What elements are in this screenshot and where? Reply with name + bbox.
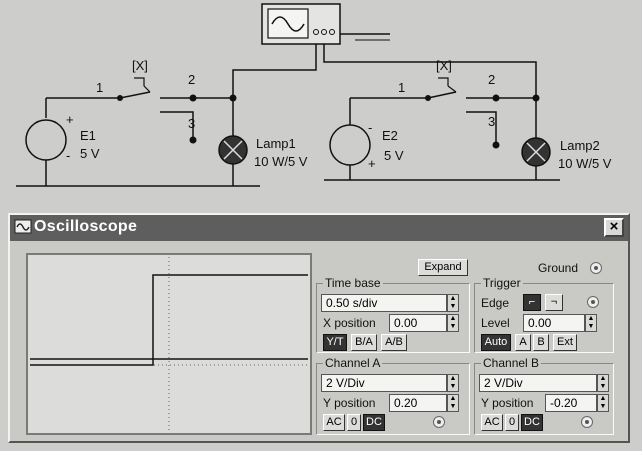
channel-b-dc-button[interactable]: DC	[521, 414, 543, 431]
svg-text:-: -	[368, 120, 372, 135]
trigger-title: Trigger	[481, 276, 523, 290]
trigger-a-button[interactable]: A	[515, 334, 531, 351]
lamp-name: Lamp2	[560, 138, 600, 153]
node-label: 3	[188, 116, 195, 131]
switch-key-label: [X]	[132, 58, 148, 73]
left-circuit: + - [X] 1 2 3 E1 5 V Lamp1 10 W/5 V	[16, 58, 308, 187]
edge-label: Edge	[481, 296, 510, 310]
xpos-label: X position	[323, 316, 376, 330]
oscilloscope-window: Oscilloscope × Expand Ground Time base 0…	[8, 213, 630, 443]
window-title: Oscilloscope	[34, 218, 138, 235]
switch-key-right[interactable]	[438, 77, 457, 93]
circuit-schematic: + - [X] 1 2 3 E1 5 V Lamp1 10 W/5 V	[16, 3, 612, 187]
lamp-name: Lamp1	[256, 136, 296, 151]
node-label: 1	[96, 80, 103, 95]
channel-a-ypos-field[interactable]: 0.20	[389, 394, 447, 412]
falling-edge-icon: ¬	[550, 296, 558, 308]
switch-key-left[interactable]	[134, 77, 151, 93]
channel-a-terminal[interactable]	[433, 416, 445, 428]
channel-a-dc-button[interactable]: DC	[363, 414, 385, 431]
voltage-source-e1[interactable]	[25, 119, 67, 161]
trigger-b-button[interactable]: B	[533, 334, 549, 351]
right-circuit: - + [X] 1 2 3 E2 5 V Lamp2 10 W/5 V	[324, 58, 612, 181]
channel-a-ypos-spinner[interactable]: ▲▼	[447, 394, 459, 412]
timebase-field[interactable]: 0.50 s/div	[321, 294, 447, 312]
channel-b-ac-button[interactable]: AC	[481, 414, 503, 431]
lamp-rating: 10 W/5 V	[254, 154, 308, 169]
voltage-source-e2[interactable]	[329, 124, 371, 166]
channel-a-zero-button[interactable]: 0	[347, 414, 361, 431]
source-name: E2	[382, 128, 398, 143]
level-spinner[interactable]: ▲▼	[585, 314, 597, 332]
trace-area	[30, 257, 308, 431]
channel-b-ypos-label: Y position	[481, 396, 534, 410]
trigger-ext-button[interactable]: Ext	[553, 334, 577, 351]
oscilloscope-icon	[14, 219, 32, 234]
titlebar[interactable]: Oscilloscope ×	[10, 215, 628, 241]
oscilloscope-display	[26, 253, 312, 435]
node-label: 3	[488, 114, 495, 129]
lamp2[interactable]	[521, 137, 551, 167]
svg-text:+: +	[368, 156, 376, 171]
lamp-rating: 10 W/5 V	[558, 156, 612, 171]
mode-ab-button[interactable]: A/B	[381, 334, 407, 351]
node-label: 1	[398, 80, 405, 95]
timebase-title: Time base	[323, 276, 383, 290]
timebase-group: Time base 0.50 s/div ▲▼ X position 0.00 …	[316, 276, 470, 353]
source-value: 5 V	[384, 148, 404, 163]
lamp1[interactable]	[218, 135, 248, 165]
close-button[interactable]: ×	[604, 218, 624, 237]
timebase-spinner[interactable]: ▲▼	[447, 294, 459, 312]
channel-b-group: Channel B 2 V/Div ▲▼ Y position -0.20 ▲▼…	[474, 356, 614, 435]
trigger-group: Trigger Edge ⌐ ¬ Level 0.00 ▲▼ Auto A B …	[474, 276, 614, 353]
trigger-terminal[interactable]	[587, 296, 599, 308]
channel-a-ypos-label: Y position	[323, 396, 376, 410]
switch-key-label: [X]	[436, 58, 452, 73]
node-label: 2	[188, 72, 195, 87]
channel-a-title: Channel A	[323, 356, 383, 370]
channel-a-scale-field[interactable]: 2 V/Div	[321, 374, 447, 392]
channel-a-group: Channel A 2 V/Div ▲▼ Y position 0.20 ▲▼ …	[316, 356, 470, 435]
ground-terminal[interactable]	[590, 262, 602, 274]
trace-channel-b	[30, 274, 308, 366]
svg-text:-: -	[66, 148, 70, 163]
edge-falling-button[interactable]: ¬	[545, 294, 563, 311]
source-value: 5 V	[80, 146, 100, 161]
mode-ba-button[interactable]: B/A	[351, 334, 377, 351]
channel-b-ypos-field[interactable]: -0.20	[545, 394, 597, 412]
ground-label: Ground	[538, 261, 579, 275]
edge-rising-button[interactable]: ⌐	[523, 294, 541, 311]
rising-edge-icon: ⌐	[528, 296, 536, 308]
channel-b-terminal[interactable]	[581, 416, 593, 428]
svg-text:+: +	[66, 112, 74, 127]
node-label: 2	[488, 72, 495, 87]
oscilloscope-symbol[interactable]	[261, 3, 341, 45]
channel-b-title: Channel B	[481, 356, 542, 370]
xpos-field[interactable]: 0.00	[389, 314, 447, 332]
xpos-spinner[interactable]: ▲▼	[447, 314, 459, 332]
channel-a-scale-spinner[interactable]: ▲▼	[447, 374, 459, 392]
level-field[interactable]: 0.00	[523, 314, 585, 332]
trigger-auto-button[interactable]: Auto	[481, 334, 511, 351]
channel-b-zero-button[interactable]: 0	[505, 414, 519, 431]
channel-b-scale-spinner[interactable]: ▲▼	[597, 374, 609, 392]
source-name: E1	[80, 128, 96, 143]
channel-a-ac-button[interactable]: AC	[323, 414, 345, 431]
mode-yt-button[interactable]: Y/T	[323, 334, 347, 351]
channel-b-scale-field[interactable]: 2 V/Div	[479, 374, 597, 392]
level-label: Level	[481, 316, 510, 330]
channel-b-ypos-spinner[interactable]: ▲▼	[597, 394, 609, 412]
expand-button[interactable]: Expand	[418, 259, 468, 276]
